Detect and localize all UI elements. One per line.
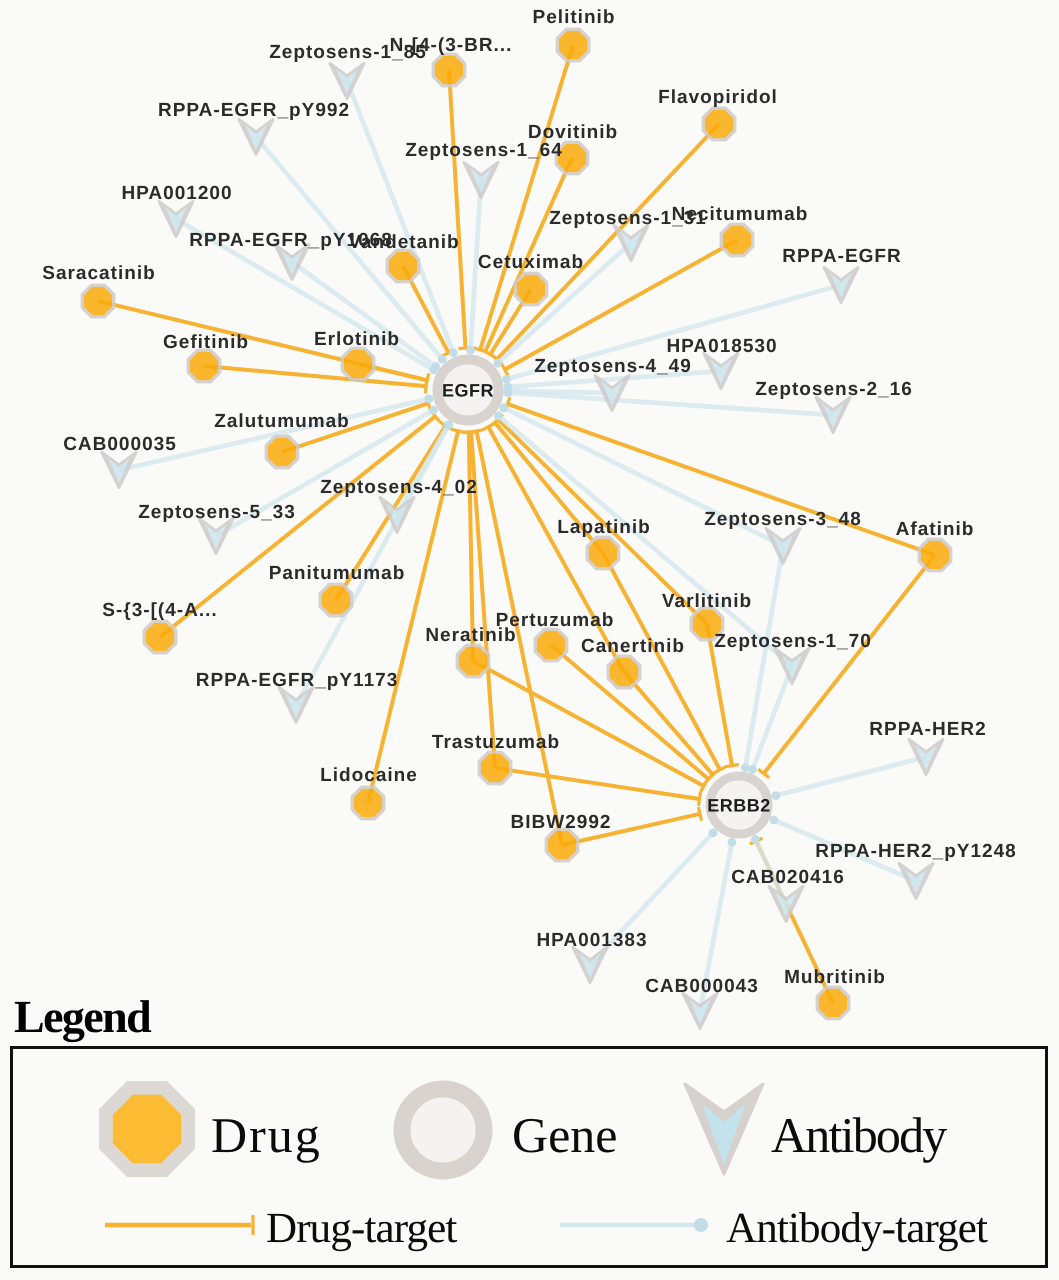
svg-text:HPA001383: HPA001383 <box>536 930 647 951</box>
svg-text:S-{3-[(4-A...: S-{3-[(4-A... <box>102 600 217 621</box>
svg-text:Zeptosens-1_85: Zeptosens-1_85 <box>269 42 427 63</box>
svg-text:Antibody: Antibody <box>771 1107 947 1163</box>
svg-text:RPPA-EGFR: RPPA-EGFR <box>782 246 901 267</box>
svg-text:Legend: Legend <box>14 991 152 1043</box>
svg-text:BIBW2992: BIBW2992 <box>511 812 612 833</box>
svg-text:Zeptosens-2_16: Zeptosens-2_16 <box>755 379 913 400</box>
svg-text:Lidocaine: Lidocaine <box>320 765 418 786</box>
svg-text:Lapatinib: Lapatinib <box>557 517 650 538</box>
svg-text:Neratinib: Neratinib <box>425 625 516 646</box>
svg-text:Afatinib: Afatinib <box>896 519 975 540</box>
svg-text:Zeptosens-1_31: Zeptosens-1_31 <box>549 208 707 229</box>
svg-text:Zeptosens-4_49: Zeptosens-4_49 <box>534 356 692 377</box>
svg-text:RPPA-EGFR_pY1068: RPPA-EGFR_pY1068 <box>189 230 393 251</box>
svg-text:CAB000035: CAB000035 <box>63 434 177 455</box>
svg-text:Drug-target: Drug-target <box>266 1205 457 1252</box>
svg-text:Erlotinib: Erlotinib <box>314 329 400 350</box>
svg-text:Zeptosens-1_70: Zeptosens-1_70 <box>714 631 872 652</box>
svg-text:Cetuximab: Cetuximab <box>478 252 584 273</box>
svg-text:Vandetanib: Vandetanib <box>348 232 459 253</box>
svg-text:Zeptosens-1_64: Zeptosens-1_64 <box>405 140 563 161</box>
svg-text:Pertuzumab: Pertuzumab <box>496 610 615 631</box>
svg-text:RPPA-HER2_pY1248: RPPA-HER2_pY1248 <box>815 841 1017 862</box>
svg-text:Zeptosens-5_33: Zeptosens-5_33 <box>138 502 296 523</box>
svg-text:CAB000043: CAB000043 <box>645 976 759 997</box>
svg-text:N-[4-(3-BR...: N-[4-(3-BR... <box>390 35 513 56</box>
svg-text:EGFR: EGFR <box>442 381 494 401</box>
svg-text:Canertinib: Canertinib <box>581 636 685 657</box>
svg-text:Gene: Gene <box>512 1107 618 1163</box>
svg-text:Varlitinib: Varlitinib <box>662 591 752 612</box>
svg-text:Dovitinib: Dovitinib <box>528 122 618 143</box>
svg-text:RPPA-EGFR_pY992: RPPA-EGFR_pY992 <box>158 100 350 121</box>
svg-text:Zalutumumab: Zalutumumab <box>214 411 350 432</box>
svg-text:Saracatinib: Saracatinib <box>42 263 155 284</box>
svg-text:Zeptosens-4_02: Zeptosens-4_02 <box>320 477 478 498</box>
svg-text:Mubritinib: Mubritinib <box>784 967 886 988</box>
svg-text:Pelitinib: Pelitinib <box>533 7 616 28</box>
svg-text:HPA001200: HPA001200 <box>121 183 232 204</box>
svg-text:Trastuzumab: Trastuzumab <box>432 732 560 753</box>
svg-text:CAB020416: CAB020416 <box>731 867 845 888</box>
svg-text:ERBB2: ERBB2 <box>707 796 771 816</box>
svg-text:Gefitinib: Gefitinib <box>163 332 249 353</box>
svg-text:Necitumumab: Necitumumab <box>672 204 809 225</box>
svg-text:RPPA-EGFR_pY1173: RPPA-EGFR_pY1173 <box>196 670 399 691</box>
svg-text:Flavopiridol: Flavopiridol <box>658 87 778 108</box>
svg-text:Zeptosens-3_48: Zeptosens-3_48 <box>704 509 862 530</box>
svg-text:RPPA-HER2: RPPA-HER2 <box>869 719 986 740</box>
svg-text:Antibody-target: Antibody-target <box>726 1205 988 1252</box>
svg-text:Panitumumab: Panitumumab <box>269 563 406 584</box>
svg-text:Drug: Drug <box>211 1107 322 1163</box>
svg-text:HPA018530: HPA018530 <box>666 336 777 357</box>
